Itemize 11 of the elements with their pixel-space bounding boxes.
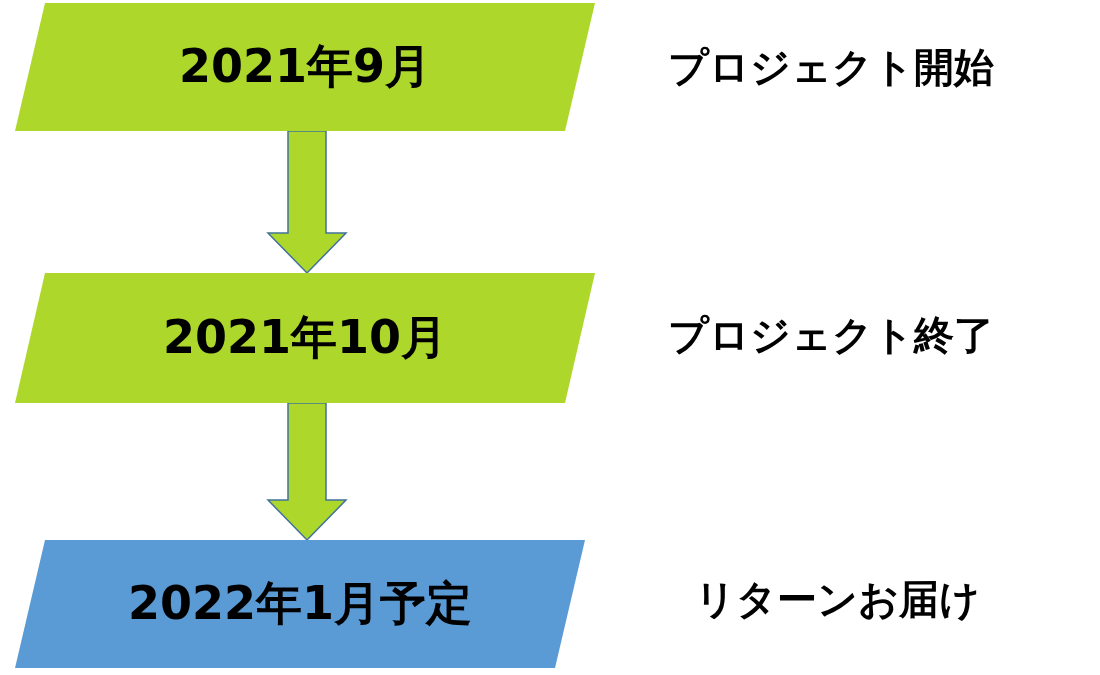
block-arrow <box>266 402 348 542</box>
parallelogram-box <box>15 3 595 131</box>
milestone-label: リターンお届け <box>695 575 980 624</box>
milestone-label: プロジェクト開始 <box>668 43 994 92</box>
milestone-label: プロジェクト終了 <box>668 311 994 360</box>
block-arrow <box>266 130 348 275</box>
parallelogram-box <box>15 273 595 403</box>
parallelogram-box <box>15 540 585 668</box>
date-label: 2021年9月 <box>178 38 431 95</box>
date-label: 2022年1月予定 <box>127 575 472 632</box>
date-label: 2021年10月 <box>162 309 447 366</box>
